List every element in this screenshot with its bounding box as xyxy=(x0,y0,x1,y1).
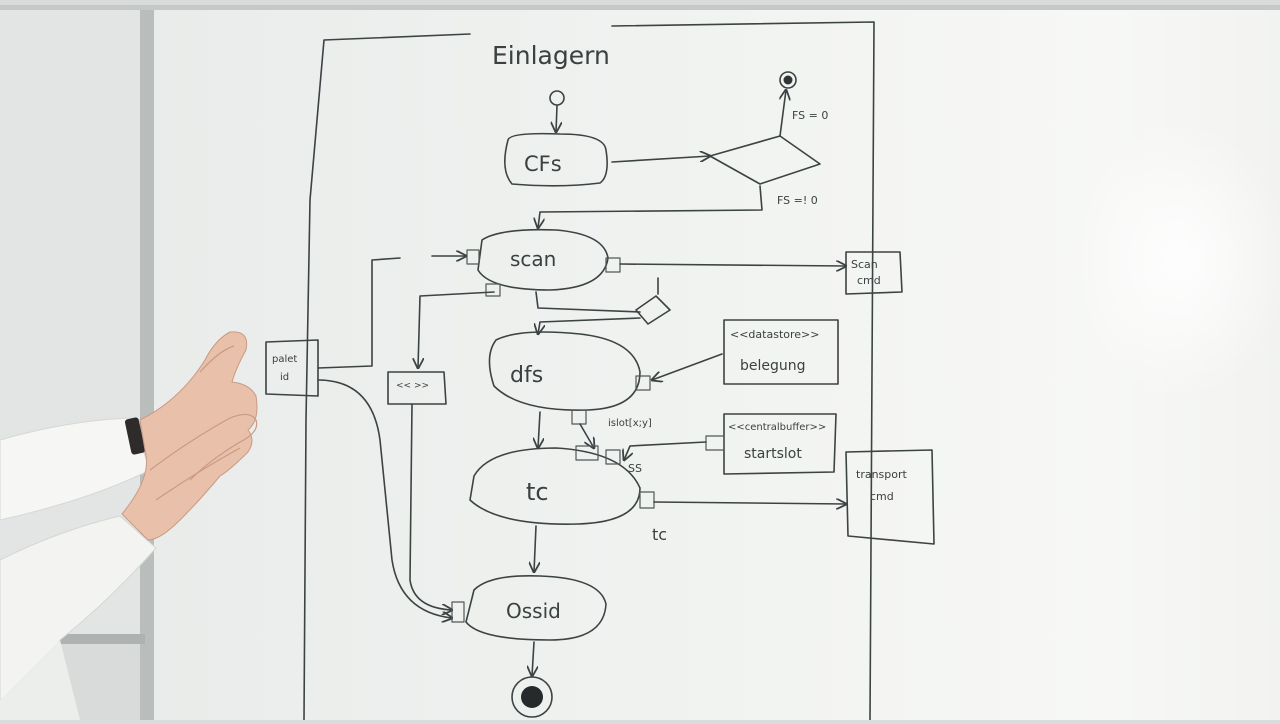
dfs-input-pin-belegung xyxy=(635,375,651,391)
flow-scan-to-scancmd xyxy=(619,264,846,266)
flow-decision-to-final xyxy=(780,90,786,137)
object-pallet-id xyxy=(265,339,319,397)
object-scan-cmd-label-1: Scan xyxy=(851,258,878,271)
board-divider-frame xyxy=(140,5,154,720)
flow-datastore-to-dfs xyxy=(652,353,723,380)
guard-fs-eq-0: FS = 0 xyxy=(792,109,828,122)
flow-dfs-to-tc xyxy=(538,411,540,448)
action-cfs xyxy=(504,132,608,187)
flow-tc-to-transport-cmd xyxy=(653,502,846,504)
main-whiteboard xyxy=(154,8,1280,720)
flow-scan-to-merge xyxy=(418,291,495,368)
action-scan-label: scan xyxy=(510,247,556,271)
presenter-hand xyxy=(121,331,258,541)
dfs-output-pin-islot xyxy=(571,409,587,425)
object-pallet-id-label-1: palet xyxy=(272,354,297,365)
datastore-stereotype: <<datastore>> xyxy=(730,328,819,341)
presenter-arm xyxy=(0,417,157,720)
tc-input-pin-islot xyxy=(575,445,599,461)
action-cfs-label: CFs xyxy=(524,152,562,176)
flow-islot-to-tc xyxy=(579,423,594,448)
guard-fs-neq-0: FS =! 0 xyxy=(777,194,818,207)
flow-tc-to-ossid xyxy=(534,525,536,572)
activity-final-bottom xyxy=(511,676,553,718)
datastore-name: belegung xyxy=(740,358,806,374)
centralbuffer-name: startslot xyxy=(744,446,802,462)
object-pallet-id-label-2: id xyxy=(280,372,289,383)
tc-output-pin xyxy=(639,491,655,509)
object-merge-pin xyxy=(387,371,447,405)
flow-cfs-to-decision xyxy=(611,156,710,163)
object-transport-cmd xyxy=(845,449,935,545)
action-dfs-label: dfs xyxy=(510,363,543,388)
object-merge-pin-label: << >> xyxy=(396,381,429,391)
activity-final-top xyxy=(779,71,797,89)
action-ossid xyxy=(465,574,607,641)
tc-input-pin-ss xyxy=(605,449,621,465)
flow-initial-to-cfs xyxy=(556,105,557,132)
flow-small-decision-to-dfs xyxy=(538,317,641,334)
datastore-belegung xyxy=(723,319,839,385)
activity-frame xyxy=(303,21,875,721)
object-scan-cmd-label-2: cmd xyxy=(857,274,881,287)
scan-output-pin-id xyxy=(485,283,501,297)
action-ossid-label: Ossid xyxy=(506,599,561,623)
light-glare xyxy=(1070,120,1280,400)
diagram-title: Einlagern xyxy=(492,41,610,70)
pin-label-ss: SS xyxy=(628,462,642,475)
flow-ossid-to-final xyxy=(532,641,534,676)
object-scan-cmd xyxy=(845,251,903,295)
object-transport-cmd-label-1: transport xyxy=(856,468,908,481)
decision-node xyxy=(709,135,821,185)
action-dfs xyxy=(488,331,641,411)
activity-final-bottom-dot xyxy=(521,686,543,708)
flow-pallet-to-scan xyxy=(317,256,466,369)
flow-pallet-to-ossid xyxy=(317,379,452,618)
flow-scan-to-small-decision xyxy=(535,291,641,313)
flow-decision-to-scan xyxy=(538,185,763,228)
initial-node xyxy=(549,90,565,106)
small-decision-node xyxy=(635,295,671,325)
action-tc xyxy=(469,447,641,525)
flow-merge-to-ossid xyxy=(409,403,452,610)
board-top-frame xyxy=(0,5,1280,10)
flow-buffer-to-tc xyxy=(624,441,707,460)
pin-label-tc: tc xyxy=(652,525,667,544)
centralbuffer-stereotype: <<centralbuffer>> xyxy=(728,422,826,433)
board-tray xyxy=(60,634,145,644)
centralbuffer-startslot xyxy=(723,413,837,475)
object-transport-cmd-label-2: cmd xyxy=(870,490,894,503)
action-tc-label: tc xyxy=(526,478,549,506)
scan-output-pin-cmd xyxy=(605,257,621,273)
pin-label-islot: islot[x;y] xyxy=(608,418,652,429)
ossid-input-pin xyxy=(451,601,465,623)
activity-final-top-dot xyxy=(783,75,793,85)
centralbuffer-pin xyxy=(705,435,725,451)
